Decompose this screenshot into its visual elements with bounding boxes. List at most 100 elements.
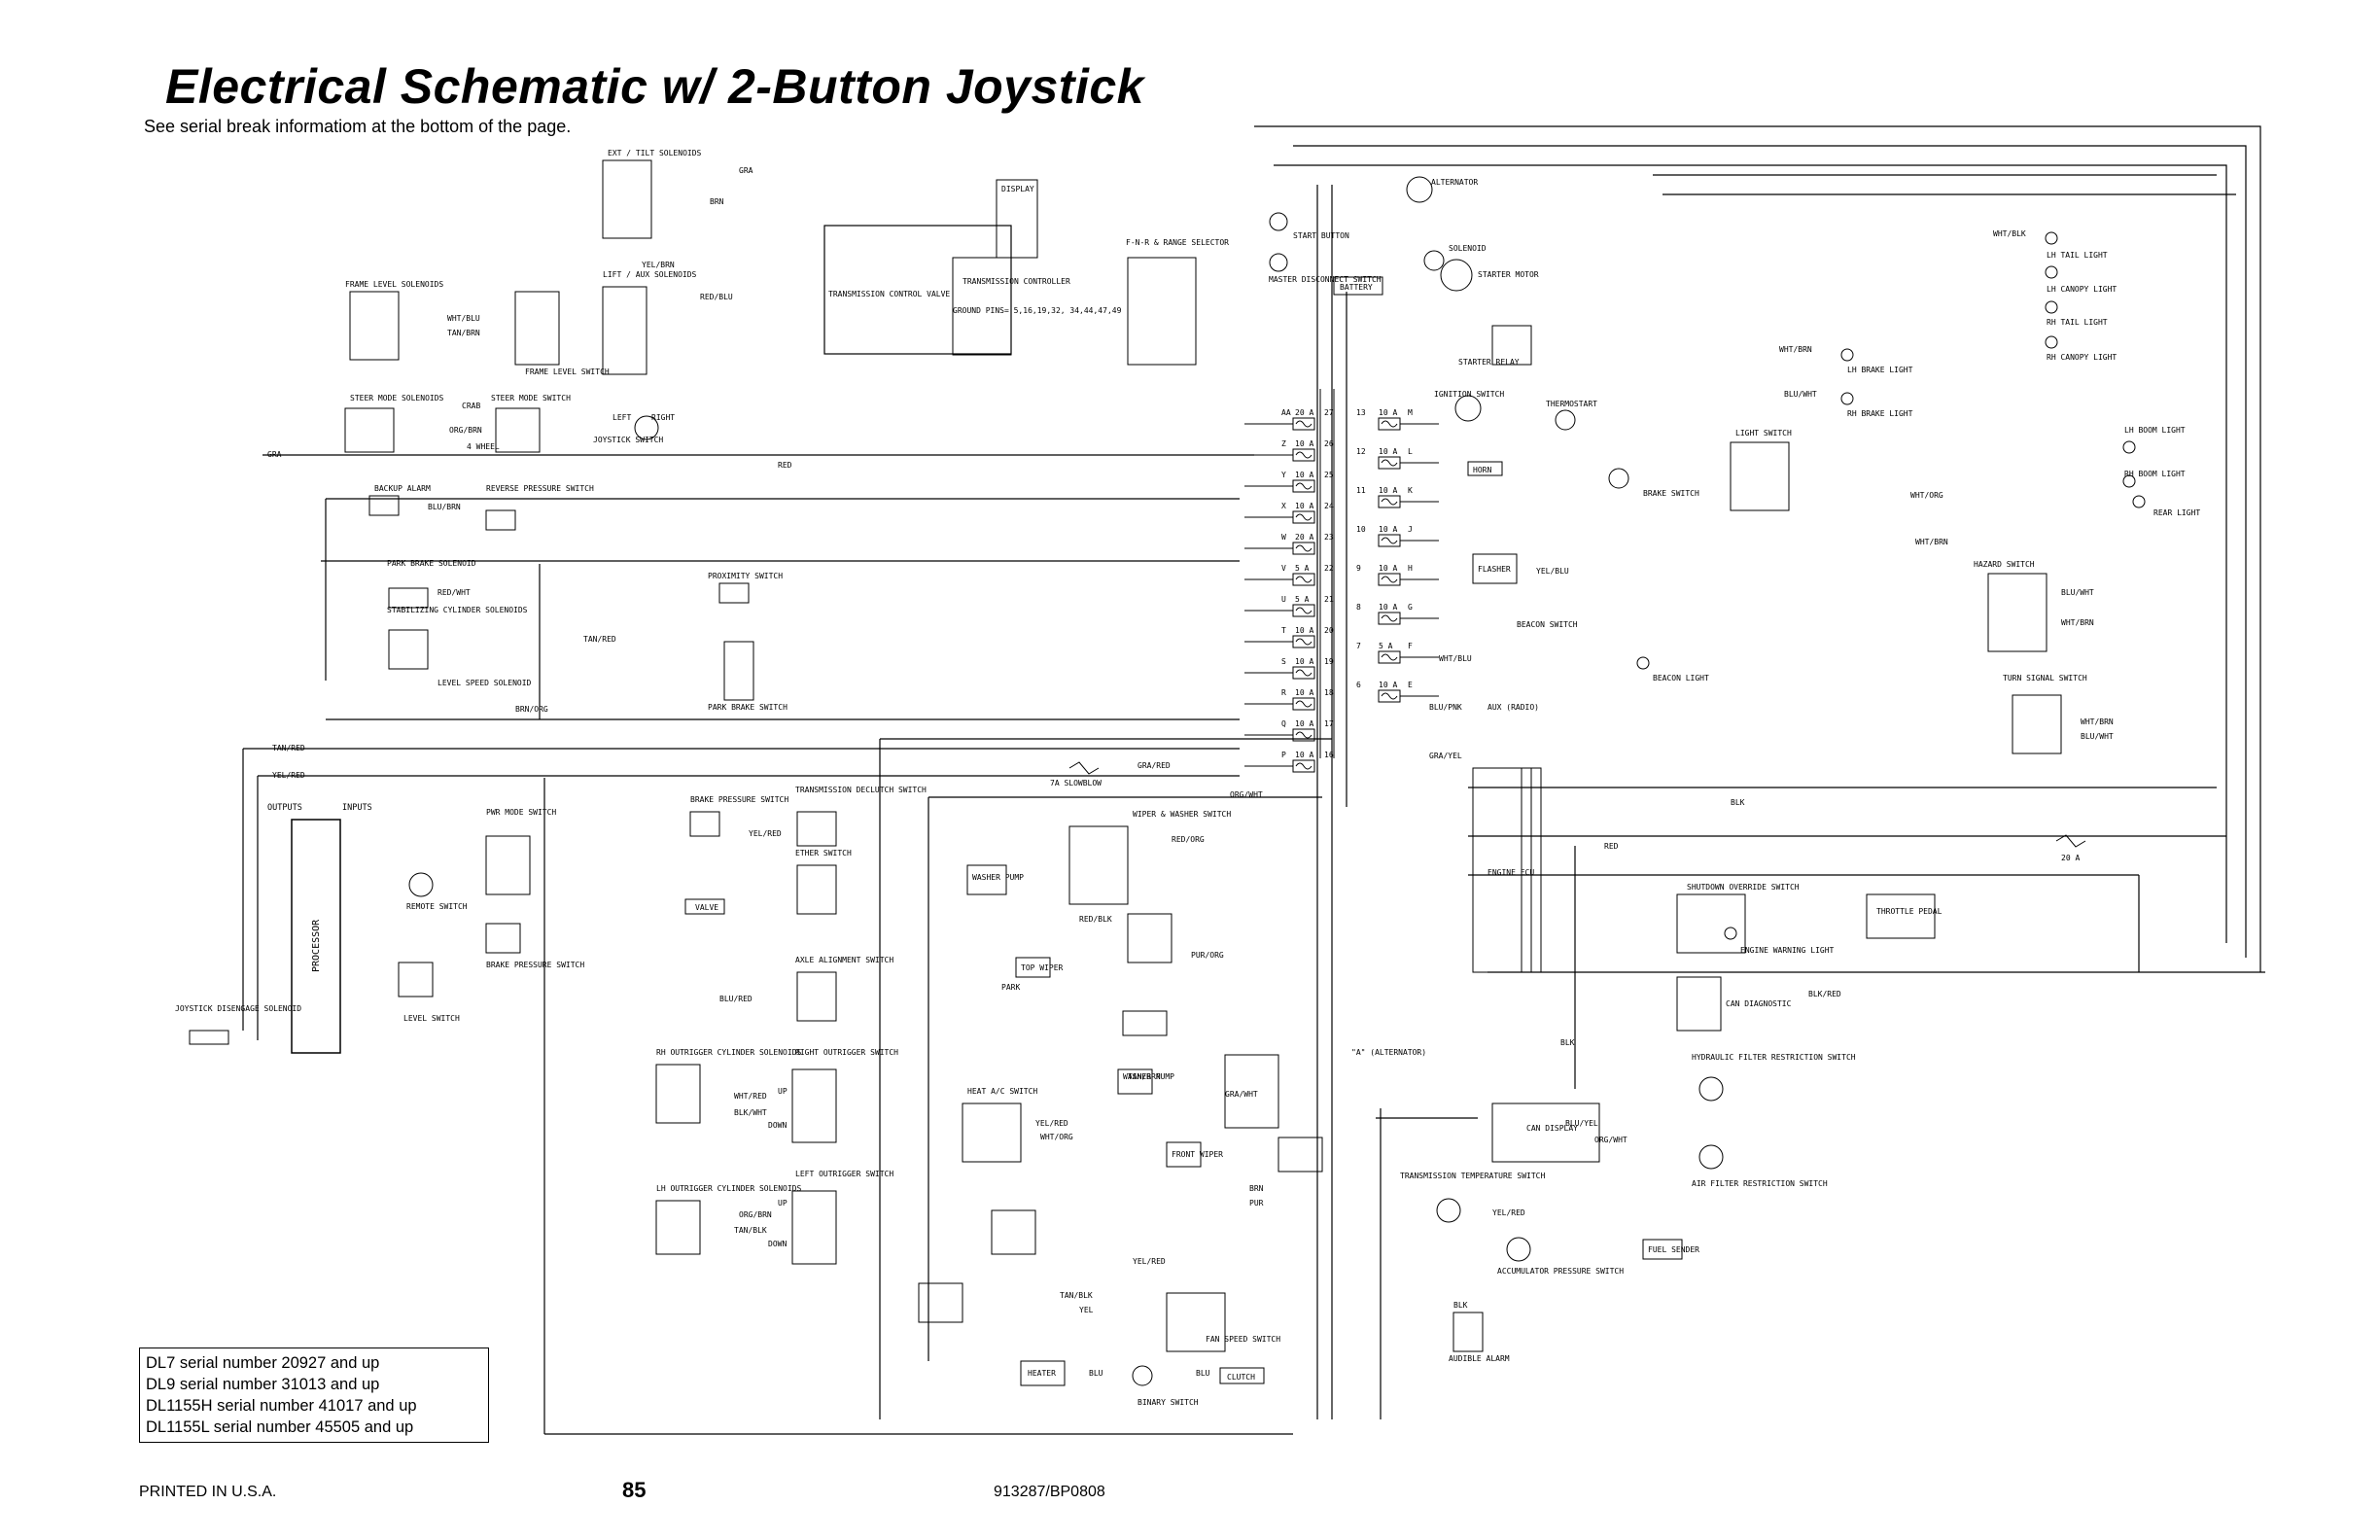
fuse-rating: 10 A xyxy=(1379,603,1397,612)
fuse-position: V xyxy=(1281,564,1286,573)
fuse-rating: 5 A xyxy=(1379,642,1393,650)
fuse-symbol xyxy=(1292,728,1315,742)
lh-down-label: DOWN xyxy=(768,1240,787,1248)
rear-light-label: REAR LIGHT xyxy=(2153,508,2200,517)
fuse-position: Y xyxy=(1281,471,1286,479)
fuse-symbol xyxy=(1378,612,1401,625)
serial-line: DL7 serial number 20927 and up xyxy=(146,1354,380,1372)
fuse-position: Z xyxy=(1281,439,1286,448)
fuel-sender-label: FUEL SENDER xyxy=(1648,1245,1699,1254)
four-wheel-label: 4 WHEEL xyxy=(467,442,500,451)
starter-motor-label: STARTER MOTOR xyxy=(1478,270,1539,279)
wire-gra-2: GRA xyxy=(267,450,282,459)
wire-brn-2: BRN xyxy=(1249,1184,1264,1193)
lh-tail-label: LH TAIL LIGHT xyxy=(2047,251,2108,260)
fuse-element xyxy=(1295,544,1312,552)
fuse-element xyxy=(1295,513,1312,521)
axle-align-label: AXLE ALIGNMENT SWITCH xyxy=(795,956,893,964)
wire-red-blk: RED/BLK xyxy=(1079,915,1112,924)
fuse-element xyxy=(1381,459,1398,467)
trans-controller-label: TRANSMISSION CONTROLLER xyxy=(962,277,1070,286)
wire-gra-red: GRA/RED xyxy=(1138,761,1171,770)
wire-blu-brn: BLU/BRN xyxy=(428,503,461,511)
starter-relay-label: STARTER RELAY xyxy=(1458,358,1520,367)
fuse-element xyxy=(1295,638,1312,646)
processor-block: PROCESSOR OUTPUTS INPUTS xyxy=(267,803,372,1054)
trans-control-valve-label: TRANSMISSION CONTROL VALVE xyxy=(828,290,950,298)
wire-red-wht: RED/WHT xyxy=(438,588,471,597)
fuse-position: L xyxy=(1408,447,1413,456)
wire-wht-blu-2: WHT/BLU xyxy=(1439,654,1472,663)
trans-temp-label: TRANSMISSION TEMPERATURE SWITCH xyxy=(1400,1172,1545,1180)
fuse-element xyxy=(1295,731,1312,739)
accum-pressure-label: ACCUMULATOR PRESSURE SWITCH xyxy=(1497,1267,1624,1276)
fuse-rating: 10 A xyxy=(1295,626,1313,635)
steer-mode-switch-label: STEER MODE SWITCH xyxy=(491,394,571,402)
fuse-number: 26 xyxy=(1324,439,1334,448)
wire-yel-red-4: YEL/RED xyxy=(749,829,782,838)
wire-org-wht: ORG/WHT xyxy=(1230,790,1263,799)
fuse-number: 11 xyxy=(1356,486,1366,495)
rh-brake-label: RH BRAKE LIGHT xyxy=(1847,409,1913,418)
fnr-label: F-N-R & RANGE SELECTOR xyxy=(1126,238,1229,247)
wire-yel-brn: YEL/BRN xyxy=(642,261,675,269)
fuse-number: 21 xyxy=(1324,595,1334,604)
lights-column: LH TAIL LIGHT LH CANOPY LIGHT RH TAIL LI… xyxy=(1730,231,2200,754)
bus-top-third xyxy=(1274,164,2227,943)
bus-top-outer xyxy=(1254,125,2261,972)
fuse-symbol xyxy=(1378,456,1401,470)
display-label: DISPLAY xyxy=(1001,185,1034,193)
fuse-symbol xyxy=(1292,417,1315,431)
lh-brake-label: LH BRAKE LIGHT xyxy=(1847,366,1913,374)
wire-gra-wht: GRA/WHT xyxy=(1225,1090,1258,1099)
flasher-label: FLASHER xyxy=(1478,565,1511,574)
wire-org-brn-2: ORG/BRN xyxy=(739,1210,772,1219)
fuse-rating: 10 A xyxy=(1295,719,1313,728)
fuse-rating: 10 A xyxy=(1295,657,1313,666)
wire-yel-blu: YEL/BLU xyxy=(1536,567,1569,576)
fuse-rating: 10 A xyxy=(1379,525,1397,534)
wire-yel-red: YEL/RED xyxy=(272,771,305,780)
top-wiper-label: TOP WIPER xyxy=(1021,963,1064,972)
wire-blu-wht-2: BLU/WHT xyxy=(2061,588,2094,597)
wire-blk-wht: BLK/WHT xyxy=(734,1108,767,1117)
audible-alarm-label: AUDIBLE ALARM xyxy=(1449,1354,1510,1363)
washer-pump-2-label: WASHER PUMP xyxy=(1123,1072,1174,1081)
wire-blk-1: BLK xyxy=(1731,798,1745,807)
fuse-element xyxy=(1381,653,1398,661)
shutdown-override-label: SHUTDOWN OVERRIDE SWITCH xyxy=(1687,883,1800,892)
fuse-symbol xyxy=(1292,635,1315,648)
brake-switch-label: BRAKE SWITCH xyxy=(1643,489,1699,498)
can-diagnostic-label: CAN DIAGNOSTIC xyxy=(1726,999,1792,1008)
rh-outrigger-sol-label: RH OUTRIGGER CYLINDER SOLENOIDS xyxy=(656,1048,801,1057)
wire-yel-red-2: YEL/RED xyxy=(1492,1208,1525,1217)
wire-blu-red: BLU/RED xyxy=(719,995,752,1003)
fuse-position: F xyxy=(1408,642,1413,650)
lift-aux-label: LIFT / AUX SOLENOIDS xyxy=(603,270,697,279)
level-speed-label: LEVEL SPEED SOLENOID xyxy=(438,679,532,687)
footer-printed: PRINTED IN U.S.A. xyxy=(139,1484,277,1500)
fuse-number: 25 xyxy=(1324,471,1334,479)
serial-break-box: DL7 serial number 20927 and up DL9 seria… xyxy=(139,1348,489,1443)
fuse-position: Q xyxy=(1281,719,1286,728)
fuse-number: 6 xyxy=(1356,681,1361,689)
fuse-symbol xyxy=(1378,573,1401,586)
fuse-number: 16 xyxy=(1324,751,1334,759)
light-switch-label: LIGHT SWITCH xyxy=(1735,429,1792,438)
fuse-position: M xyxy=(1408,408,1413,417)
joystick-right-label: RIGHT xyxy=(651,413,675,422)
fuse-position: U xyxy=(1281,595,1286,604)
frame-level-label: FRAME LEVEL SOLENOIDS xyxy=(345,280,443,289)
fuse-position: K xyxy=(1408,486,1413,495)
wire-blu-wht: BLU/WHT xyxy=(1784,390,1817,399)
front-wiper-label: FRONT WIPER xyxy=(1172,1150,1223,1159)
fuse-symbol xyxy=(1378,689,1401,703)
fuse-symbol xyxy=(1292,510,1315,524)
